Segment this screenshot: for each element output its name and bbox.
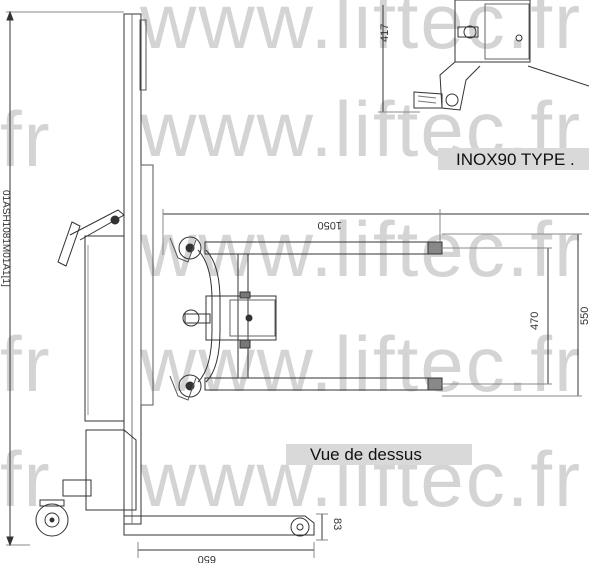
castor-wheel	[35, 503, 69, 537]
battery-box	[84, 235, 125, 422]
dim-470-label: 470	[529, 312, 541, 330]
dim-550-label: 550	[579, 307, 589, 325]
motor-housing	[205, 295, 277, 341]
detail-motor-block	[454, 0, 531, 63]
dim-417-label: 417	[379, 24, 391, 42]
dim-650-label: 650	[198, 553, 216, 563]
dim-total-height-label: 01ASH1081M01A1[1]	[0, 190, 11, 287]
detail-arm	[439, 61, 481, 111]
watermark-fragment: fr	[0, 95, 52, 183]
watermark-fragment: fr	[0, 320, 52, 408]
side-fork	[123, 515, 315, 536]
top-view-label: Vue de dessus	[286, 444, 472, 465]
watermark-fragment: fr	[0, 435, 52, 523]
watermark: www.liftec.fr	[140, 205, 583, 293]
model-type-label: INOX90 TYPE .	[438, 148, 589, 170]
wheel-lower	[178, 374, 202, 398]
fork-lower	[204, 377, 443, 391]
fork-upper	[204, 241, 443, 255]
handle	[57, 221, 81, 267]
frame-curve	[197, 249, 213, 383]
watermark: www.liftec.fr	[140, 0, 583, 65]
dim-1050-label: 1050	[318, 219, 342, 231]
base-housing	[85, 429, 137, 511]
dim-83-label: 83	[331, 518, 343, 530]
wheel-upper	[178, 236, 202, 260]
